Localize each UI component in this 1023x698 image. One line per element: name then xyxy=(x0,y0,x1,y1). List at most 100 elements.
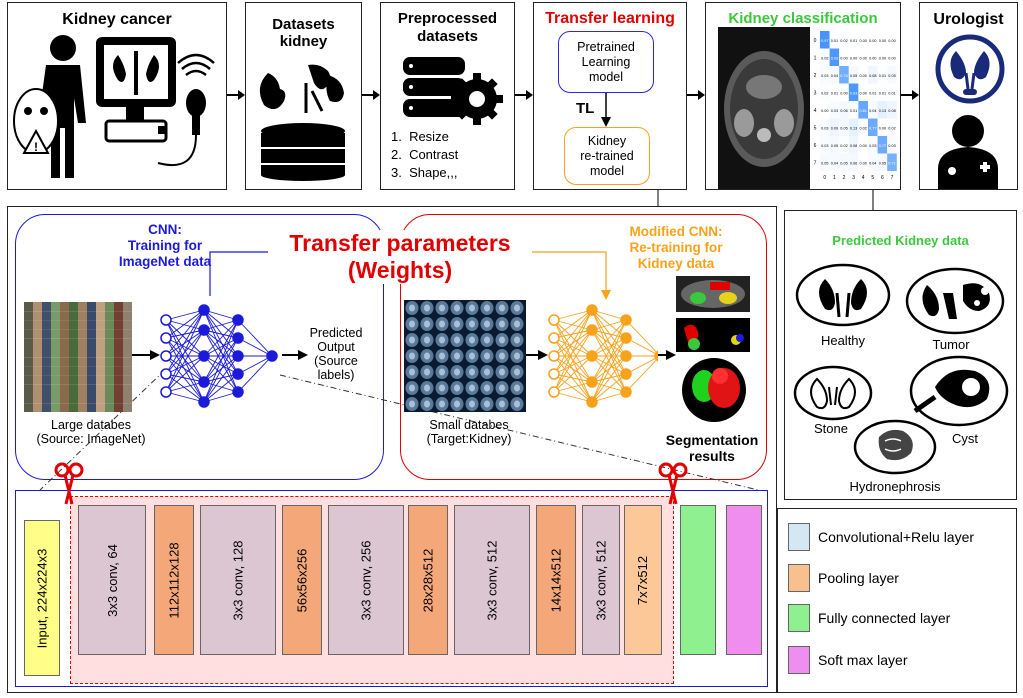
transfer-parameters-title: Transfer parameters (Weights) xyxy=(270,230,530,284)
matrix-value: 0.06 xyxy=(840,109,847,113)
matrix-value: 0.97 xyxy=(821,39,828,43)
network-edge xyxy=(203,391,239,403)
matrix-value: 0.00 xyxy=(869,39,876,43)
mosaic-tile xyxy=(87,311,96,321)
matrix-value: 0.01 xyxy=(879,91,886,95)
matrix-cell xyxy=(877,66,888,84)
transfer-learning-panel: Transfer learning Pretrained Learning mo… xyxy=(533,2,687,190)
layer-label: 56x56x256 xyxy=(294,548,310,612)
matrix-cell xyxy=(839,48,849,66)
mosaic-tile xyxy=(105,375,114,385)
arrow-5 xyxy=(901,90,919,100)
ct-slice-core xyxy=(484,400,490,408)
matrix-value: 0.81 xyxy=(860,109,867,113)
mosaic-tile xyxy=(78,348,87,358)
mosaic-tile xyxy=(24,311,33,321)
matrix-cell xyxy=(877,83,888,101)
pred-1: Predicted xyxy=(309,326,363,340)
matrix-cell xyxy=(877,31,888,49)
network-node xyxy=(160,368,172,380)
matrix-cell xyxy=(858,66,868,84)
matrix-row-label: 2 xyxy=(814,73,817,79)
urologist-panel: Urologist xyxy=(919,2,1018,190)
matrix-col-label: 6 xyxy=(881,175,884,181)
mosaic-tile xyxy=(123,311,132,321)
network-edge xyxy=(591,355,627,403)
matrix-value: 0.09 xyxy=(831,126,838,130)
network-edge xyxy=(203,319,239,383)
matrix-row-label: 3 xyxy=(814,90,817,96)
network-edge xyxy=(625,337,658,356)
arrow-2 xyxy=(362,90,380,100)
layer-stack-border xyxy=(15,490,768,687)
scissors-icon xyxy=(54,462,84,505)
matrix-value: 0.04 xyxy=(869,109,876,113)
mosaic-tile xyxy=(51,357,60,367)
matrix-value: 0.08 xyxy=(850,144,857,148)
seg-1: Segmentation xyxy=(665,432,759,448)
matrix-cell xyxy=(858,136,868,154)
network-edge xyxy=(553,391,593,403)
arrow-1 xyxy=(227,90,245,100)
network-edge xyxy=(203,309,239,321)
matrix-cell xyxy=(858,83,868,101)
mosaic-tile xyxy=(60,302,69,312)
matrix-row-label: 0 xyxy=(814,38,817,44)
network-edge xyxy=(203,373,239,383)
network-edge xyxy=(165,309,205,339)
transfer-title-1: Transfer parameters xyxy=(289,230,511,256)
network-edge xyxy=(165,337,205,383)
ct-slice-core xyxy=(514,352,520,360)
mosaic-tile xyxy=(60,338,69,348)
matrix-value: 0.05 xyxy=(840,126,847,130)
matrix-cell xyxy=(848,101,859,119)
urologist-title: Urologist xyxy=(933,11,1004,28)
network-node xyxy=(620,350,632,362)
mosaic-tile xyxy=(96,394,105,404)
matrix-cell xyxy=(829,118,840,136)
small-db-1: Small databes xyxy=(429,418,509,432)
ct-slice-core xyxy=(454,352,460,360)
network-node xyxy=(586,304,598,316)
network-node xyxy=(232,368,244,380)
matrix-cell xyxy=(887,101,897,119)
database-gear-icon xyxy=(403,57,503,125)
network-edge xyxy=(553,329,593,393)
mosaic-tile xyxy=(69,320,78,330)
matrix-value: 0.00 xyxy=(850,56,857,60)
retrained-model-box: Kidney re-trained model xyxy=(564,127,650,185)
tl-label: TL xyxy=(576,100,595,117)
mosaic-tile xyxy=(42,357,51,367)
mosaic-tile xyxy=(105,320,114,330)
layer-block xyxy=(726,505,762,655)
ct-slice-core xyxy=(439,336,445,344)
mosaic-tile xyxy=(42,329,51,339)
arrow-3 xyxy=(515,90,533,100)
network-node xyxy=(160,350,172,362)
network-edge xyxy=(165,329,205,357)
matrix-value: 0.03 xyxy=(888,144,895,148)
matrix-value: 0.00 xyxy=(860,161,867,165)
matrix-value: 0.00 xyxy=(879,56,886,60)
predicted-kidney-title: Predicted Kidney data xyxy=(832,233,969,248)
cnn-network-orange xyxy=(548,304,658,408)
ct-slice-core xyxy=(454,368,460,376)
matrix-value: 0.77 xyxy=(869,126,876,130)
mosaic-tile xyxy=(33,338,42,348)
network-edge xyxy=(553,309,593,339)
matrix-col-label: 4 xyxy=(862,175,865,181)
legend-swatch xyxy=(788,604,810,632)
mosaic-tile xyxy=(24,403,33,412)
matrix-value: 0.00 xyxy=(860,91,867,95)
hydro-label: Hydronephrosis xyxy=(849,479,941,494)
matrix-value: 0.03 xyxy=(869,144,876,148)
mod-title-1: Modified CNN: xyxy=(629,224,723,239)
ct-slice-core xyxy=(439,368,445,376)
layer-block: 3x3 conv, 512 xyxy=(454,505,530,655)
mosaic-tile xyxy=(51,320,60,330)
network-node xyxy=(160,314,172,326)
mosaic-tile xyxy=(78,329,87,339)
matrix-row-label: 1 xyxy=(814,55,817,61)
network-edge xyxy=(203,355,239,393)
